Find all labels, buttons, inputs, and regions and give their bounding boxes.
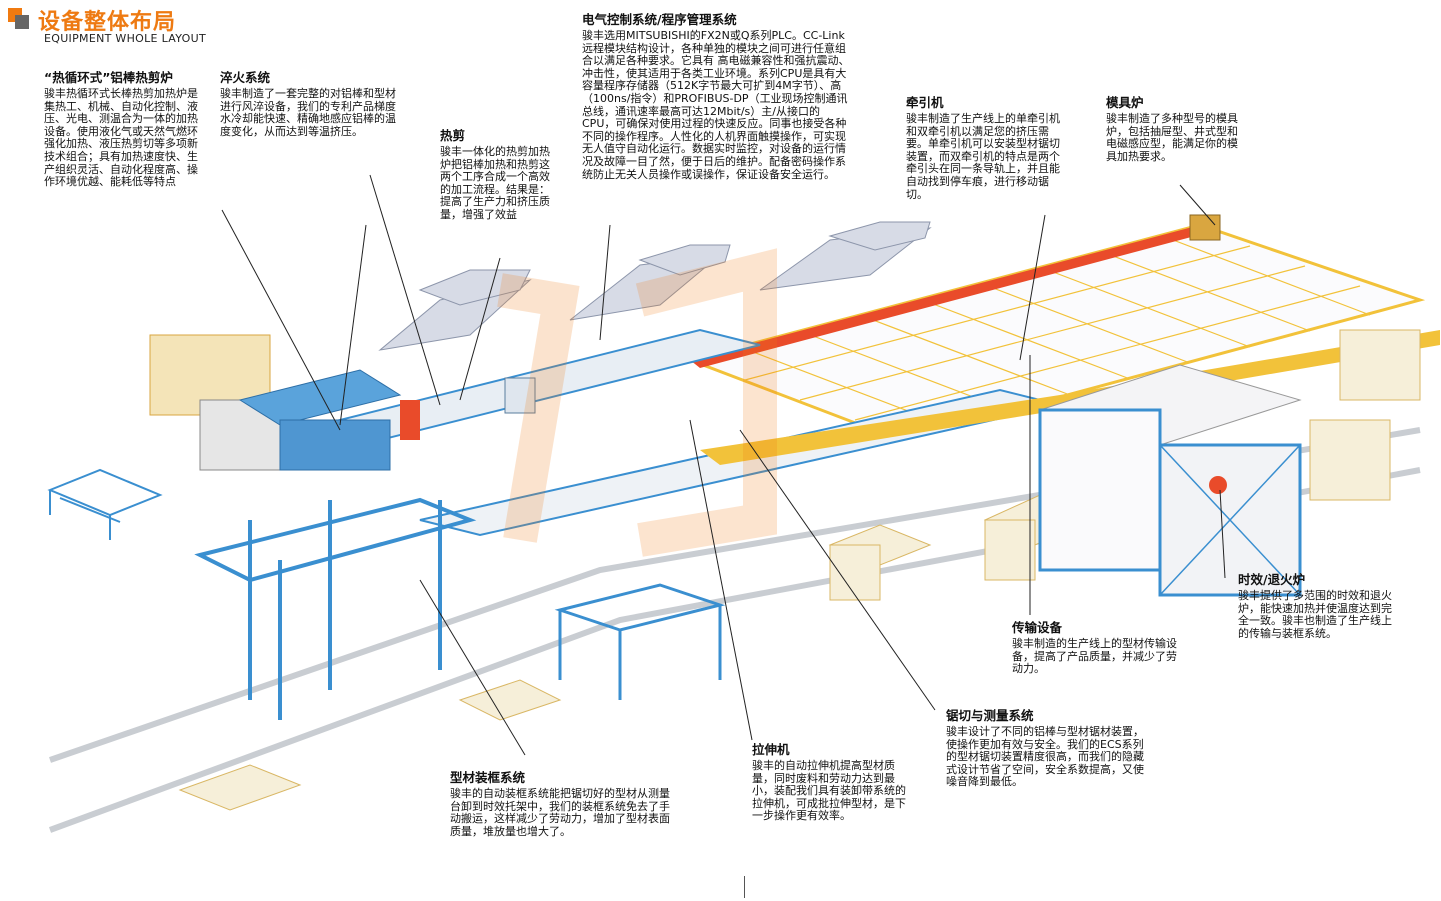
brand-logo-icon xyxy=(8,8,30,30)
annotation-title: 型材装框系统 xyxy=(450,770,526,785)
logo-watermark xyxy=(497,248,777,557)
aging-oven xyxy=(1038,364,1302,597)
annotation-title: 时效/退火炉 xyxy=(1238,572,1306,587)
annotation-hot-shear: 热剪 骏丰一体化的热剪加热炉把铝棒加热和热剪这两个工序合成一个高效的加工流程。结… xyxy=(440,128,560,222)
annotation-body: 骏丰的自动拉伸机提高型材质量，同时废料和劳动力达到最小，装配我们具有装卸带系统的… xyxy=(752,759,906,823)
page-divider xyxy=(744,876,745,898)
annotation-title: 牵引机 xyxy=(906,95,944,110)
die-oven xyxy=(1189,214,1221,241)
basket-gantry xyxy=(194,497,477,720)
annotation-quench-system: 淬火系统 骏丰制造了一套完整的对铝棒和型材进行风淬设备，我们的专利产品梯度水冷却… xyxy=(220,70,405,138)
annotation-conveyor: 传输设备 骏丰制造的生产线上的型材传输设备，提高了产品质量，并减少了劳动力。 xyxy=(1012,620,1177,676)
page-title: 设备整体布局 xyxy=(38,10,177,35)
annotation-body: 骏丰热循环式长棒热剪加热炉是集热工、机械、自动化控制、液压、光电、测温合为一体的… xyxy=(44,87,198,189)
annotation-die-oven: 模具炉 骏丰制造了多种型号的模具炉，包括抽屉型、井式型和电磁感应型，能满足你的模… xyxy=(1106,95,1246,163)
annotation-title: 拉伸机 xyxy=(752,742,790,757)
cooling-hoods xyxy=(378,221,932,351)
annotation-title: 模具炉 xyxy=(1106,95,1144,110)
annotation-body: 骏丰制造的生产线上的型材传输设备，提高了产品质量，并减少了劳动力。 xyxy=(1012,637,1177,676)
billet-furnace xyxy=(149,334,536,471)
annotation-title: “热循环式”铝棒热剪炉 xyxy=(44,70,173,85)
annotation-basket-loading: 型材装框系统 骏丰的自动装框系统能把锯切好的型材从测量台卸到时效托架中，我们的装… xyxy=(450,770,675,838)
annotation-body: 骏丰制造了一套完整的对铝棒和型材进行风淬设备，我们的专利产品梯度水冷却能快速、精… xyxy=(220,87,396,138)
stacking-frame xyxy=(554,583,726,700)
annotation-hot-shear-furnace: “热循环式”铝棒热剪炉 骏丰热循环式长棒热剪加热炉是集热工、机械、自动化控制、液… xyxy=(44,70,198,189)
billet-rack xyxy=(47,468,163,540)
annotation-body: 骏丰制造了生产线上的单牵引机和双牵引机以满足您的挤压需要。单牵引机可以安装型材锯… xyxy=(906,112,1060,201)
annotation-saw-measure: 锯切与测量系统 骏丰设计了不同的铝棒与型材锯材装置，使操作更加有效与安全。我们的… xyxy=(946,708,1151,789)
annotation-electrical-control: 电气控制系统/程序管理系统 骏丰选用MITSUBISHI的FX2N或Q系列PLC… xyxy=(582,12,850,181)
annotation-body: 骏丰一体化的热剪加热炉把铝棒加热和热剪这两个工序合成一个高效的加工流程。结果是：… xyxy=(440,145,550,221)
page-subtitle: EQUIPMENT WHOLE LAYOUT xyxy=(44,32,207,45)
aging-baskets xyxy=(178,329,1421,811)
annotation-aging-furnace: 时效/退火炉 骏丰提供了多范围的时效和退火炉，能快速加热并使温度达到完全一致。骏… xyxy=(1238,572,1398,640)
annotation-body: 骏丰提供了多范围的时效和退火炉，能快速加热并使温度达到完全一致。骏丰也制造了生产… xyxy=(1238,589,1392,640)
annotation-title: 锯切与测量系统 xyxy=(946,708,1034,723)
annotation-body: 骏丰设计了不同的铝棒与型材锯材装置，使操作更加有效与安全。我们的ECS系列的型材… xyxy=(946,725,1144,789)
annotation-body: 骏丰的自动装框系统能把锯切好的型材从测量台卸到时效托架中，我们的装框系统免去了手… xyxy=(450,787,670,838)
annotation-body: 骏丰制造了多种型号的模具炉，包括抽屉型、井式型和电磁感应型，能满足你的模具加热要… xyxy=(1106,112,1238,163)
leader-lines xyxy=(221,174,1226,756)
annotation-title: 淬火系统 xyxy=(220,70,271,85)
cooling-table xyxy=(685,223,1426,442)
annotation-title: 电气控制系统/程序管理系统 xyxy=(582,12,737,27)
annotation-stretcher: 拉伸机 骏丰的自动拉伸机提高型材质量，同时废料和劳动力达到最小，装配我们具有装卸… xyxy=(752,742,910,823)
annotation-title: 传输设备 xyxy=(1012,620,1063,635)
annotation-title: 热剪 xyxy=(440,128,466,143)
annotation-body: 骏丰选用MITSUBISHI的FX2N或Q系列PLC。CC-Link远程模块结构… xyxy=(582,29,850,181)
annotation-puller: 牵引机 骏丰制造了生产线上的单牵引机和双牵引机以满足您的挤压需要。单牵引机可以安… xyxy=(906,95,1066,201)
